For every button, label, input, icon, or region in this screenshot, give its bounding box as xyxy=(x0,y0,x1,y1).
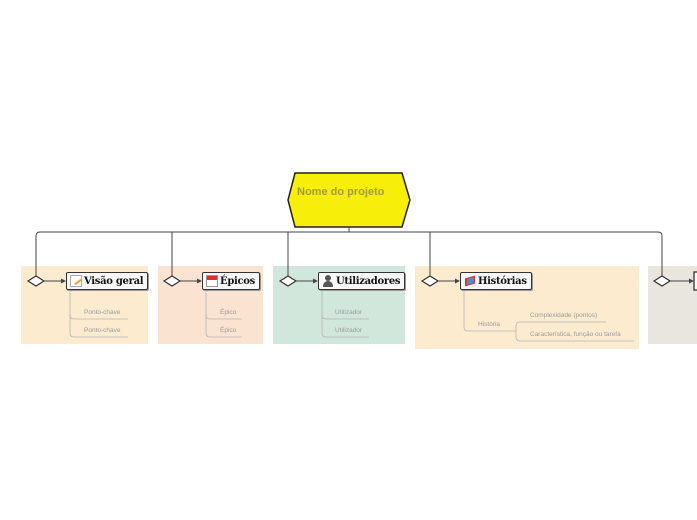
collapse-toggle-partial xyxy=(652,275,672,287)
leaf-item[interactable]: Épico xyxy=(220,309,237,316)
branch-node-epicos[interactable]: Épicos xyxy=(202,272,261,290)
leaf-subitem[interactable]: Característica, função ou tarefa xyxy=(530,331,621,338)
branch-label: Histórias xyxy=(478,275,527,287)
document-pencil-icon xyxy=(70,275,82,287)
leaf-item[interactable]: Utilizador xyxy=(335,327,363,334)
leaf-item[interactable]: Utilizador xyxy=(335,309,363,316)
collapse-toggle-historias xyxy=(420,275,440,287)
leaf-item[interactable]: Ponto-chave xyxy=(84,309,121,316)
leaf-item[interactable]: Ponto-chave xyxy=(84,327,121,334)
leaf-item[interactable]: História xyxy=(478,321,501,328)
collapse-toggle-visao-geral xyxy=(26,275,46,287)
root-node-title[interactable]: Nome do projeto xyxy=(297,186,385,198)
branch-node-partial[interactable] xyxy=(693,271,697,291)
branch-label: Visão geral xyxy=(84,275,144,287)
books-icon xyxy=(464,275,476,287)
user-icon xyxy=(322,275,334,287)
calendar-icon xyxy=(206,275,218,287)
branch-node-historias[interactable]: Histórias xyxy=(460,272,532,290)
branch-label: Utilizadores xyxy=(336,275,401,287)
leaf-item[interactable]: Épico xyxy=(220,327,237,334)
collapse-toggle-utilizadores xyxy=(278,275,298,287)
root-node-shape[interactable] xyxy=(287,172,411,228)
branch-node-visao-geral[interactable]: Visão geral xyxy=(66,272,149,290)
branch-node-utilizadores[interactable]: Utilizadores xyxy=(318,272,406,290)
branch-label: Épicos xyxy=(220,275,256,287)
collapse-toggle-epicos xyxy=(162,275,182,287)
leaf-subitem[interactable]: Complexidade (pontos) xyxy=(530,312,598,319)
